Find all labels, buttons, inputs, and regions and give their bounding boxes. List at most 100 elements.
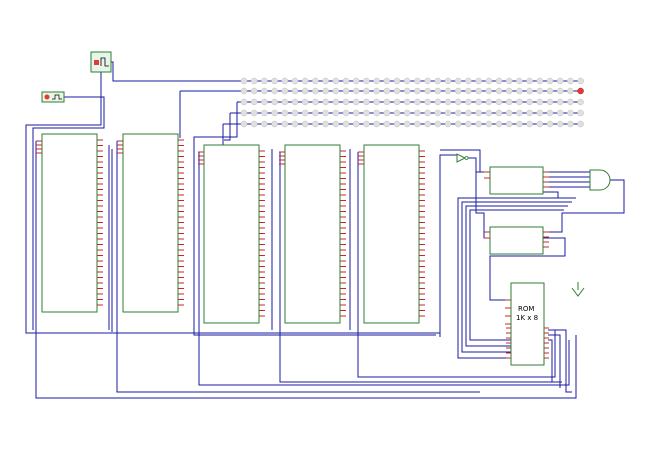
wire <box>461 201 572 353</box>
led <box>505 109 513 117</box>
led <box>291 77 299 85</box>
led <box>577 120 584 128</box>
led <box>546 87 554 95</box>
led <box>322 98 329 106</box>
register-chip-1-body <box>489 166 544 195</box>
led <box>403 87 411 95</box>
led <box>291 98 299 106</box>
led <box>383 77 391 85</box>
led <box>505 87 513 95</box>
led <box>352 120 360 128</box>
led <box>261 87 268 95</box>
led <box>414 120 421 128</box>
led <box>322 109 329 117</box>
led <box>465 87 472 95</box>
led <box>393 120 401 128</box>
wire <box>548 329 572 393</box>
led <box>403 77 411 85</box>
wire <box>457 197 576 359</box>
led <box>465 109 472 117</box>
led <box>291 87 299 95</box>
led <box>312 120 319 128</box>
clock-input-icon[interactable] <box>90 51 112 73</box>
buffer-gate-icon <box>456 153 469 163</box>
wire <box>543 171 590 188</box>
chip-5 <box>358 144 425 324</box>
led <box>454 109 462 117</box>
led <box>240 77 248 85</box>
led <box>342 120 350 128</box>
register-chip-2 <box>484 226 549 255</box>
led <box>536 120 544 128</box>
led <box>567 98 574 106</box>
led <box>281 98 289 106</box>
chips <box>36 133 549 366</box>
led <box>434 87 442 95</box>
led <box>424 77 431 85</box>
register-chip-1 <box>484 166 549 195</box>
led <box>322 77 329 85</box>
led <box>373 109 380 117</box>
wire <box>489 237 566 301</box>
led <box>536 87 544 95</box>
led <box>322 120 329 128</box>
led <box>342 109 350 117</box>
led <box>567 109 574 117</box>
led <box>281 120 289 128</box>
wire <box>198 149 281 335</box>
push-button-icon[interactable] <box>41 91 65 103</box>
led <box>465 77 472 85</box>
led <box>250 120 258 128</box>
wire <box>35 141 118 335</box>
led <box>485 98 493 106</box>
wire <box>469 209 564 341</box>
led <box>281 109 289 117</box>
led <box>444 77 452 85</box>
led <box>312 77 319 85</box>
led <box>240 98 248 106</box>
led <box>281 77 289 85</box>
led <box>240 120 248 128</box>
led-matrix <box>240 77 584 128</box>
led <box>495 87 503 95</box>
led <box>546 98 554 106</box>
led <box>312 98 319 106</box>
led <box>342 98 350 106</box>
led <box>342 77 350 85</box>
wire <box>32 96 105 330</box>
led <box>505 98 513 106</box>
led <box>526 109 533 117</box>
led <box>383 87 391 95</box>
led <box>250 98 258 106</box>
led <box>556 109 564 117</box>
led <box>403 120 411 128</box>
wire <box>116 320 480 393</box>
led <box>465 120 472 128</box>
led <box>301 98 309 106</box>
led <box>454 87 462 95</box>
register-chip-2-body <box>489 226 544 255</box>
wire <box>475 172 490 239</box>
led <box>332 120 340 128</box>
led <box>424 98 431 106</box>
wire <box>440 149 481 172</box>
wire <box>198 335 570 386</box>
led <box>577 109 584 117</box>
led <box>454 98 462 106</box>
wire <box>349 149 359 330</box>
wire <box>193 102 436 336</box>
ground-icon <box>571 282 585 297</box>
led <box>536 109 544 117</box>
led <box>556 77 564 85</box>
led <box>332 98 340 106</box>
led <box>240 109 248 117</box>
wire <box>108 145 113 332</box>
wire <box>224 113 231 141</box>
led <box>485 120 493 128</box>
led <box>516 87 523 95</box>
wire <box>467 157 490 173</box>
led-on <box>577 87 584 95</box>
led <box>444 87 452 95</box>
led <box>250 109 258 117</box>
